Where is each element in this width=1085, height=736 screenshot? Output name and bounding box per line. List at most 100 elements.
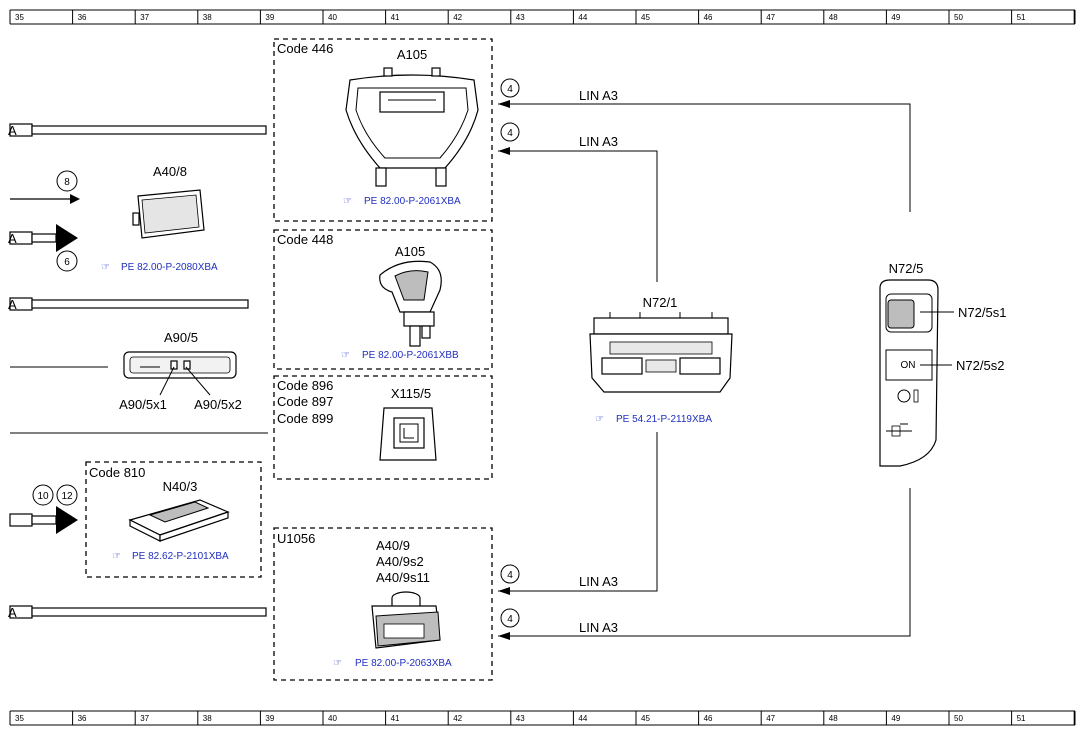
a105-448-ref-link[interactable]: PE 82.00-P-2061XBB [362,350,459,361]
n72-5s1-label: N72/5s1 [958,305,1006,320]
n72-5-label: N72/5 [889,261,924,276]
ref-icon: ☞ [333,658,342,669]
n72-5-group: N72/5 N72/5s1 ON N72/5s2 [879,261,1006,467]
on-button-label: ON [901,360,916,371]
ruler-column-label: 35 [15,13,24,22]
ruler-column-label: 44 [578,714,587,723]
ruler-column-label: 37 [140,714,149,723]
bus-4-label: LIN A3 [579,620,618,635]
u1056-label-2: A40/9s2 [376,554,424,569]
ruler-column-label: 49 [891,13,900,22]
n72-5s2-label: N72/5s2 [956,358,1004,373]
bus-3-marker: 4 [507,570,513,581]
ruler-column-label: 40 [328,13,337,22]
ref-icon: ☞ [101,262,110,273]
top-ruler: 35 36 37 38 39 40 41 42 43 44 45 46 47 48 49 50 51 [9,9,1076,25]
marker-8-label: 8 [64,177,70,188]
x115-5-code-1: Code 896 [277,378,333,393]
left-harness: A 8 A 6 A 10 12 A [8,123,268,620]
ruler-column-label: 48 [829,714,838,723]
ruler-column-label: 46 [704,13,713,22]
ruler-column-label: 35 [15,714,24,723]
a40-8-label: A40/8 [153,164,187,179]
ruler-column-label: 41 [391,714,400,723]
ruler-column-label: 36 [78,13,87,22]
ruler-column-label: 46 [704,714,713,723]
ruler-column-label: 41 [391,13,400,22]
ruler-column-label: 43 [516,714,525,723]
ruler-column-label: 45 [641,13,650,22]
ruler-column-label: 51 [1017,13,1026,22]
n40-3-code: Code 810 [89,465,145,480]
n40-3-label: N40/3 [163,479,198,494]
a40-8-ref-link[interactable]: PE 82.00-P-2080XBA [121,262,218,273]
ruler-column-label: 50 [954,13,963,22]
bus-3-label: LIN A3 [579,574,618,589]
a105-446-ref-link[interactable]: PE 82.00-P-2061XBA [364,196,461,207]
ref-icon: ☞ [112,551,121,562]
a105-446-group: Code 446 A105 ☞ PE 82.00-P-2061XBA [273,38,493,222]
n72-1-group: N72/1 ☞ PE 54.21-P-2119XBA [589,295,733,425]
ruler-column-label: 47 [766,13,775,22]
u1056-label-1: A40/9 [376,538,410,553]
ruler-column-label: 47 [766,714,775,723]
ruler-column-label: 42 [453,714,462,723]
ruler-column-label: 36 [78,714,87,723]
marker-12 [56,484,78,506]
a105-448-group: Code 448 A105 ☞ PE 82.00-P-2061XBB [273,229,493,370]
ruler-column-label: 48 [829,13,838,22]
ruler-column-label: 40 [328,714,337,723]
bus-1-label: LIN A3 [579,88,618,103]
marker-6 [56,250,78,272]
marker-10-label: 10 [37,491,49,502]
x115-5-code-3: Code 899 [277,411,333,426]
marker-6-label: 6 [64,257,70,268]
ruler-column-label: 49 [891,714,900,723]
ruler-column-label: 43 [516,13,525,22]
u1056-code: U1056 [277,531,315,546]
connector-a-letter-4: A [8,605,17,620]
a105-446-label: A105 [397,47,427,62]
connector-a-letter-1: A [8,123,17,138]
a105-448-label: A105 [395,244,425,259]
connector-a-letter-2: A [8,231,17,246]
ruler-column-label: 50 [954,714,963,723]
x115-5-label: X115/5 [391,386,431,401]
bus-1-marker: 4 [507,84,513,95]
a90-5-label: A90/5 [164,330,198,345]
n40-3-ref-link[interactable]: PE 82.62-P-2101XBA [132,551,229,562]
n40-3-group: Code 810 N40/3 ☞ PE 82.62-P-2101XBA [85,461,262,578]
a105-448-code: Code 448 [277,232,333,247]
ruler-column-label: 38 [203,714,212,723]
a105-446-code: Code 446 [277,41,333,56]
a90-5x2-label: A90/5x2 [194,397,242,412]
u1056-ref-link[interactable]: PE 82.00-P-2063XBA [355,658,452,669]
bus-2-label: LIN A3 [579,134,618,149]
u1056-label-3: A40/9s11 [376,570,430,585]
ref-icon: ☞ [595,414,604,425]
ruler-column-label: 38 [203,13,212,22]
marker-12-label: 12 [61,491,73,502]
marker-8 [56,170,78,192]
a90-5x1-label: A90/5x1 [119,397,167,412]
ruler-column-label: 51 [1017,714,1026,723]
ruler-column-label: 39 [265,714,274,723]
a90-5-component: A90/5 A90/5x1 A90/5x2 [119,330,242,412]
ruler-column-label: 44 [578,13,587,22]
lin-buses: 4 LIN A3 4 LIN A3 4 LIN A3 4 LIN A3 [498,78,911,640]
x115-5-code-2: Code 897 [277,394,333,409]
ruler-column-label: 39 [265,13,274,22]
ruler-column-label: 42 [453,13,462,22]
marker-10 [32,484,54,506]
bottom-ruler: 35 36 37 38 39 40 41 42 43 44 45 46 47 48 49 50 51 [9,710,1076,726]
bus-2-marker: 4 [507,128,513,139]
connector-a-letter-3: A [8,297,17,312]
x115-5-group: Code 896 Code 897 Code 899 X115/5 [273,375,493,480]
bus-4-marker: 4 [507,614,513,625]
ref-icon: ☞ [343,196,352,207]
n72-1-ref-link[interactable]: PE 54.21-P-2119XBA [616,414,712,425]
ruler-column-label: 37 [140,13,149,22]
ruler-column-label: 45 [641,714,650,723]
u1056-group: U1056 A40/9 A40/9s2 A40/9s11 ☞ PE 82.00-… [273,527,493,681]
